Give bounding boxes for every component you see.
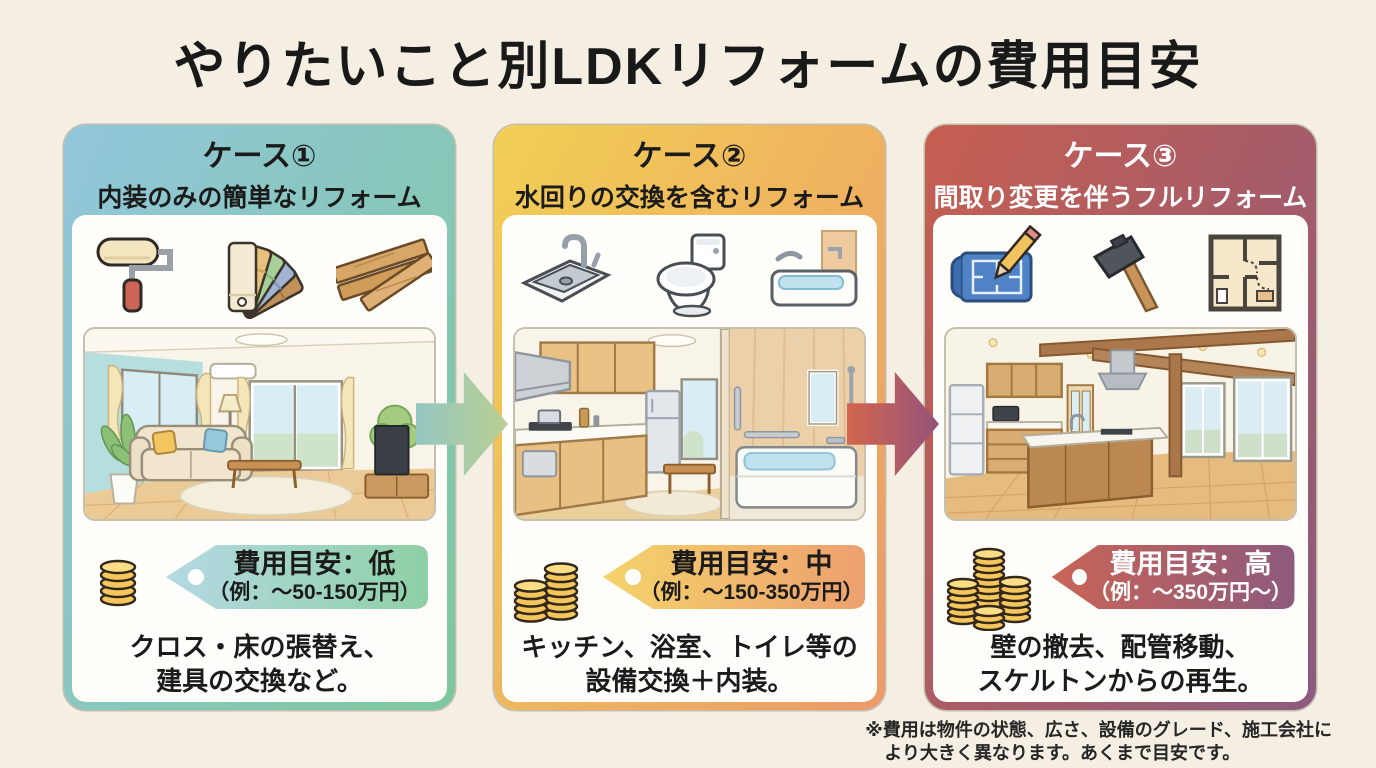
open-ldk-illustration	[944, 327, 1297, 521]
case-label: ケース①	[202, 139, 317, 173]
case-card-3: ケース③ 間取り変更を伴うフルリフォーム	[925, 125, 1316, 710]
page-title: やりたいこと別LDKリフォームの費用目安	[173, 38, 1203, 96]
case-card-1: ケース① 内装のみの簡単なリフォーム	[64, 125, 455, 710]
paint-roller-icon	[88, 225, 184, 321]
card-2-header: ケース② 水回りの交換を含むリフォーム	[502, 125, 877, 215]
description-line: クロス・床の張替え、	[129, 632, 390, 662]
case-title: 内装のみの簡単なリフォーム	[97, 183, 422, 212]
card-1-body: 費用目安：低 （例：〜50-150万円） クロス・床の張替え、 建具の交換など。	[72, 215, 447, 702]
card-1-description: クロス・床の張替え、 建具の交換など。	[81, 631, 438, 699]
living-room-illustration	[83, 327, 436, 521]
hammer-icon	[1073, 225, 1169, 321]
floor-plan-icon	[1197, 225, 1293, 321]
cost-level: 費用目安：低	[233, 548, 396, 579]
coin-stacks-icon	[509, 530, 587, 624]
cost-badge: 費用目安：低 （例：〜50-150万円）	[162, 537, 434, 617]
card-2-description: キッチン、浴室、トイレ等の 設備交換＋内装。	[511, 631, 868, 699]
description-line: キッチン、浴室、トイレ等の	[521, 632, 858, 662]
card-1-cost-row: 費用目安：低 （例：〜50-150万円）	[81, 531, 438, 623]
card-3-description: 壁の撤去、配管移動、 スケルトンからの再生。	[942, 631, 1299, 699]
cost-level: 費用目安：高	[1109, 548, 1272, 579]
description-line: スケルトンからの再生。	[977, 665, 1264, 696]
footnote: ※費用は物件の状態、広さ、設備のグレード、施工会社に より大きく異なります。あく…	[865, 719, 1332, 764]
card-3-body: 費用目安：高 （例：〜350万円〜） 壁の撤去、配管移動、 スケルトンからの再生…	[933, 215, 1308, 702]
description-line: 設備交換＋内装。	[585, 665, 794, 696]
footnote-line-1: ※費用は物件の状態、広さ、設備のグレード、施工会社に	[865, 720, 1332, 740]
case-title: 間取り変更を伴うフルリフォーム	[933, 183, 1308, 212]
cost-badge: 費用目安：中 （例：〜150-350万円）	[599, 537, 871, 617]
cost-example: （例：〜150-350万円）	[639, 580, 864, 604]
cost-badge: 費用目安：高 （例：〜350万円〜）	[1048, 537, 1300, 617]
case-title: 水回りの交換を含むリフォーム	[514, 183, 865, 212]
card-2-body: 費用目安：中 （例：〜150-350万円） キッチン、浴室、トイレ等の 設備交換…	[502, 215, 877, 702]
card-1-header: ケース① 内装のみの簡単なリフォーム	[72, 125, 447, 215]
kitchen-bathroom-illustration	[513, 327, 866, 521]
wood-planks-icon	[335, 225, 432, 321]
kitchen-sink-icon	[518, 225, 614, 321]
card-2-cost-row: 費用目安：中 （例：〜150-350万円）	[511, 531, 868, 623]
blueprint-icon	[949, 225, 1045, 321]
card-2-icon-row	[511, 223, 868, 323]
toilet-icon	[642, 225, 738, 321]
description-line: 壁の撤去、配管移動、	[990, 632, 1251, 662]
case-label: ケース③	[1063, 139, 1178, 173]
bathtub-icon	[766, 225, 862, 321]
description-line: 建具の交換など。	[156, 665, 363, 696]
cost-example: （例：〜350万円〜）	[1088, 580, 1293, 604]
color-swatches-icon	[212, 225, 308, 321]
card-3-icon-row	[942, 223, 1299, 323]
footnote-line-2: より大きく異なります。あくまで目安です。	[884, 742, 1241, 763]
card-3-cost-row: 費用目安：高 （例：〜350万円〜）	[942, 531, 1300, 631]
card-1-icon-row	[81, 223, 438, 323]
cost-example: （例：〜50-150万円）	[208, 580, 421, 604]
case-card-2: ケース② 水回りの交換を含むリフォーム	[494, 125, 885, 710]
case-label: ケース②	[632, 139, 747, 173]
coin-stack-icon	[86, 545, 150, 609]
card-3-header: ケース③ 間取り変更を伴うフルリフォーム	[933, 125, 1308, 215]
cost-level: 費用目安：中	[670, 548, 833, 579]
coin-pile-icon	[942, 523, 1036, 631]
